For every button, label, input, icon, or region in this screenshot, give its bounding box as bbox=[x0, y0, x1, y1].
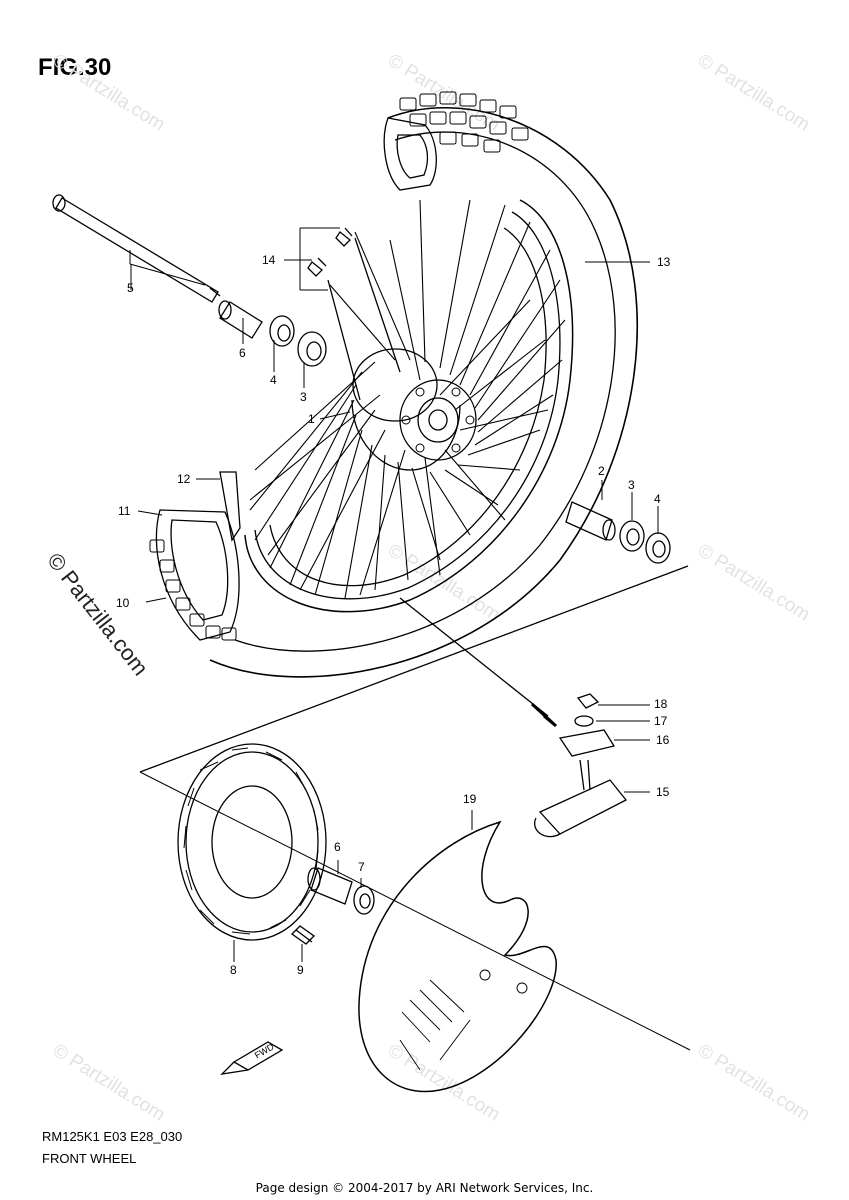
callout-5: 5 bbox=[127, 281, 134, 295]
figure-title: FIG.30 bbox=[38, 54, 112, 81]
callout-12: 12 bbox=[177, 472, 191, 486]
callout-10: 10 bbox=[116, 596, 130, 610]
callout-7: 7 bbox=[358, 860, 365, 874]
callout-18: 18 bbox=[654, 697, 668, 711]
callout-4: 4 bbox=[270, 373, 277, 387]
callout-17: 17 bbox=[654, 714, 668, 728]
callout-13: 13 bbox=[657, 255, 671, 269]
callout-1: 1 bbox=[308, 412, 315, 426]
callout-14: 14 bbox=[262, 253, 276, 267]
callout-4: 4 bbox=[654, 492, 661, 506]
callout-8: 8 bbox=[230, 963, 237, 977]
callout-16: 16 bbox=[656, 733, 670, 747]
diagram-caption: FRONT WHEEL bbox=[42, 1151, 137, 1166]
callout-15: 15 bbox=[656, 785, 670, 799]
callout-11: 11 bbox=[118, 504, 131, 518]
callout-9: 9 bbox=[297, 963, 304, 977]
page-footer: Page design © 2004-2017 by ARI Network S… bbox=[255, 1181, 594, 1195]
callout-3: 3 bbox=[628, 478, 635, 492]
callout-6: 6 bbox=[239, 346, 246, 360]
model-code: RM125K1 E03 E28_030 bbox=[42, 1129, 183, 1144]
callout-6: 6 bbox=[334, 840, 341, 854]
callout-2: 2 bbox=[598, 464, 605, 478]
callout-3: 3 bbox=[300, 390, 307, 404]
callout-19: 19 bbox=[463, 792, 477, 806]
